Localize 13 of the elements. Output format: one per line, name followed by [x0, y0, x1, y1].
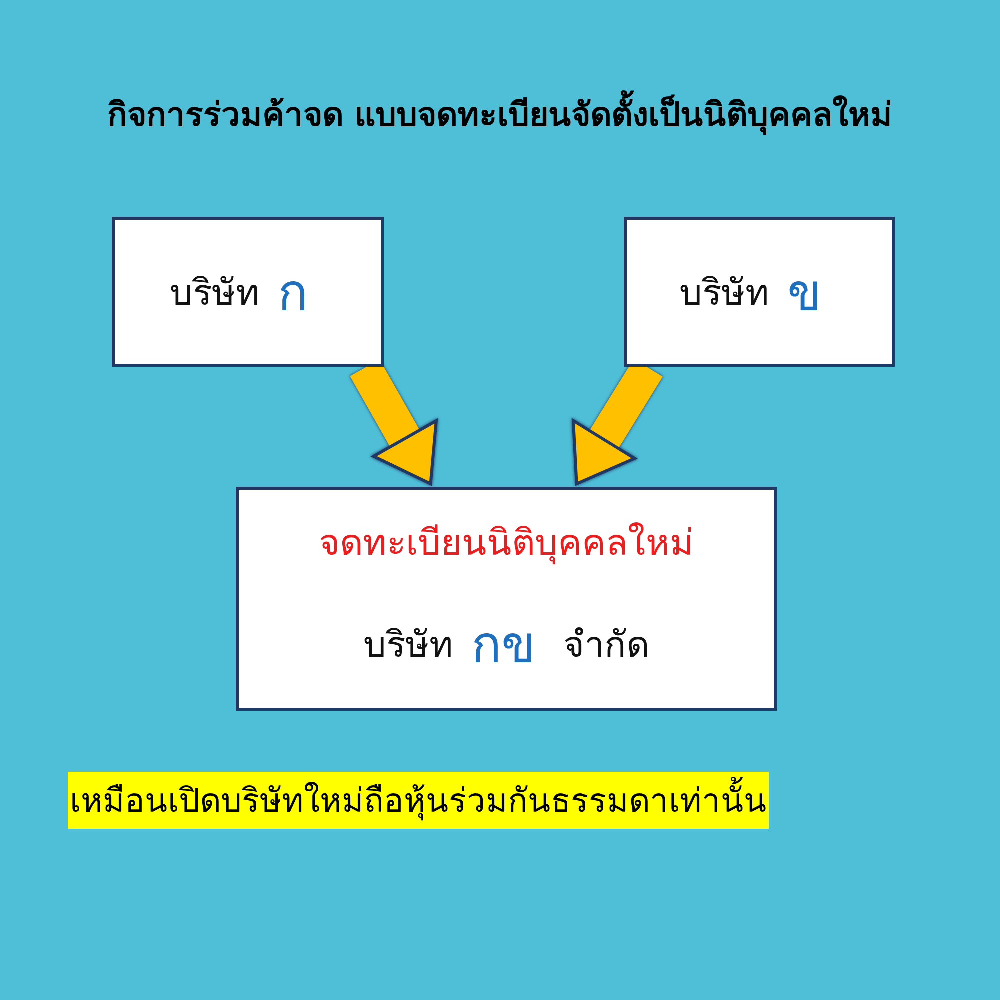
registration-heading: จดทะเบียนนิติบุคคลใหม่: [319, 522, 694, 566]
company-name: จำกัด: [564, 624, 650, 668]
company-box: [112, 217, 384, 367]
company-box: [236, 487, 777, 711]
company-name: บริษัท: [170, 272, 260, 316]
company-name: บริษัท: [364, 624, 454, 668]
company-letter: ข: [788, 262, 822, 324]
company-letter: ก: [278, 262, 308, 324]
highlighted-note: เหมือนเปิดบริษัทใหม่ถือหุ้นร่วมกันธรรมดาเท่านั้น: [68, 772, 769, 829]
company-box: [624, 217, 895, 367]
company-letter: กข: [472, 615, 536, 676]
title: กิจการร่วมค้าจด แบบจดทะเบียนจัดตั้งเป็นนิติบุคคลใหม่: [0, 88, 1000, 141]
company-name: บริษัท: [680, 272, 770, 316]
